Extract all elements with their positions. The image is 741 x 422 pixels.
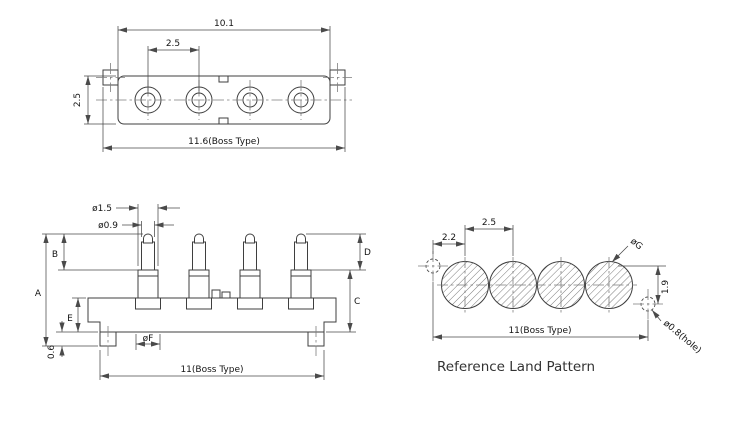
housing-interlock-tab	[211, 289, 221, 299]
dia-plunger-label: ø0.9	[98, 221, 118, 231]
pogo-pin	[288, 233, 314, 310]
dim-boss-top-label: 11.6(Boss Type)	[188, 137, 260, 147]
dim-pad-pitch-label: 2.5	[482, 218, 496, 228]
dim-boss-side-label: 11(Boss Type)	[180, 365, 243, 375]
land-pattern: 2.2 2.5 øG 1.9 ø0.8(hole) 11(Boss Type) …	[418, 218, 703, 375]
dim-boss-height-label: 0.6	[47, 345, 57, 360]
dim-hole-offset-label: 2.2	[442, 233, 456, 243]
dim-c-label: C	[354, 297, 360, 307]
dim-overall-label: 10.1	[214, 19, 234, 29]
pogo-pin	[186, 233, 212, 310]
dim-boss-land-label: 11(Boss Type)	[508, 326, 571, 336]
dim-pitch-label: 2.5	[166, 39, 180, 49]
dia-hole-label: ø0.8(hole)	[661, 319, 703, 356]
body-notch-bottom	[218, 117, 229, 124]
dia-barrel-label: ø1.5	[92, 204, 112, 214]
dim-width-label: 2.5	[73, 93, 83, 107]
side-view: ø1.5 ø0.9 B A E 0.6 D C	[35, 204, 371, 380]
dim-vertical-label: 1.9	[661, 280, 671, 295]
land-pattern-caption: Reference Land Pattern	[437, 359, 595, 375]
pogo-pin	[237, 233, 263, 310]
dim-b-label: B	[52, 250, 58, 260]
housing-interlock-tab	[221, 291, 231, 299]
body-notch-top	[218, 76, 229, 83]
top-view: 10.1 2.5 2.5 11.6(Boss Type)	[73, 19, 352, 152]
dia-f-label: øF	[143, 334, 154, 344]
dia-pad-label: øG	[628, 237, 644, 253]
dim-a-label: A	[35, 289, 42, 299]
dim-e-label: E	[67, 314, 73, 324]
pogo-pin	[135, 233, 161, 310]
dim-d-label: D	[364, 248, 371, 258]
